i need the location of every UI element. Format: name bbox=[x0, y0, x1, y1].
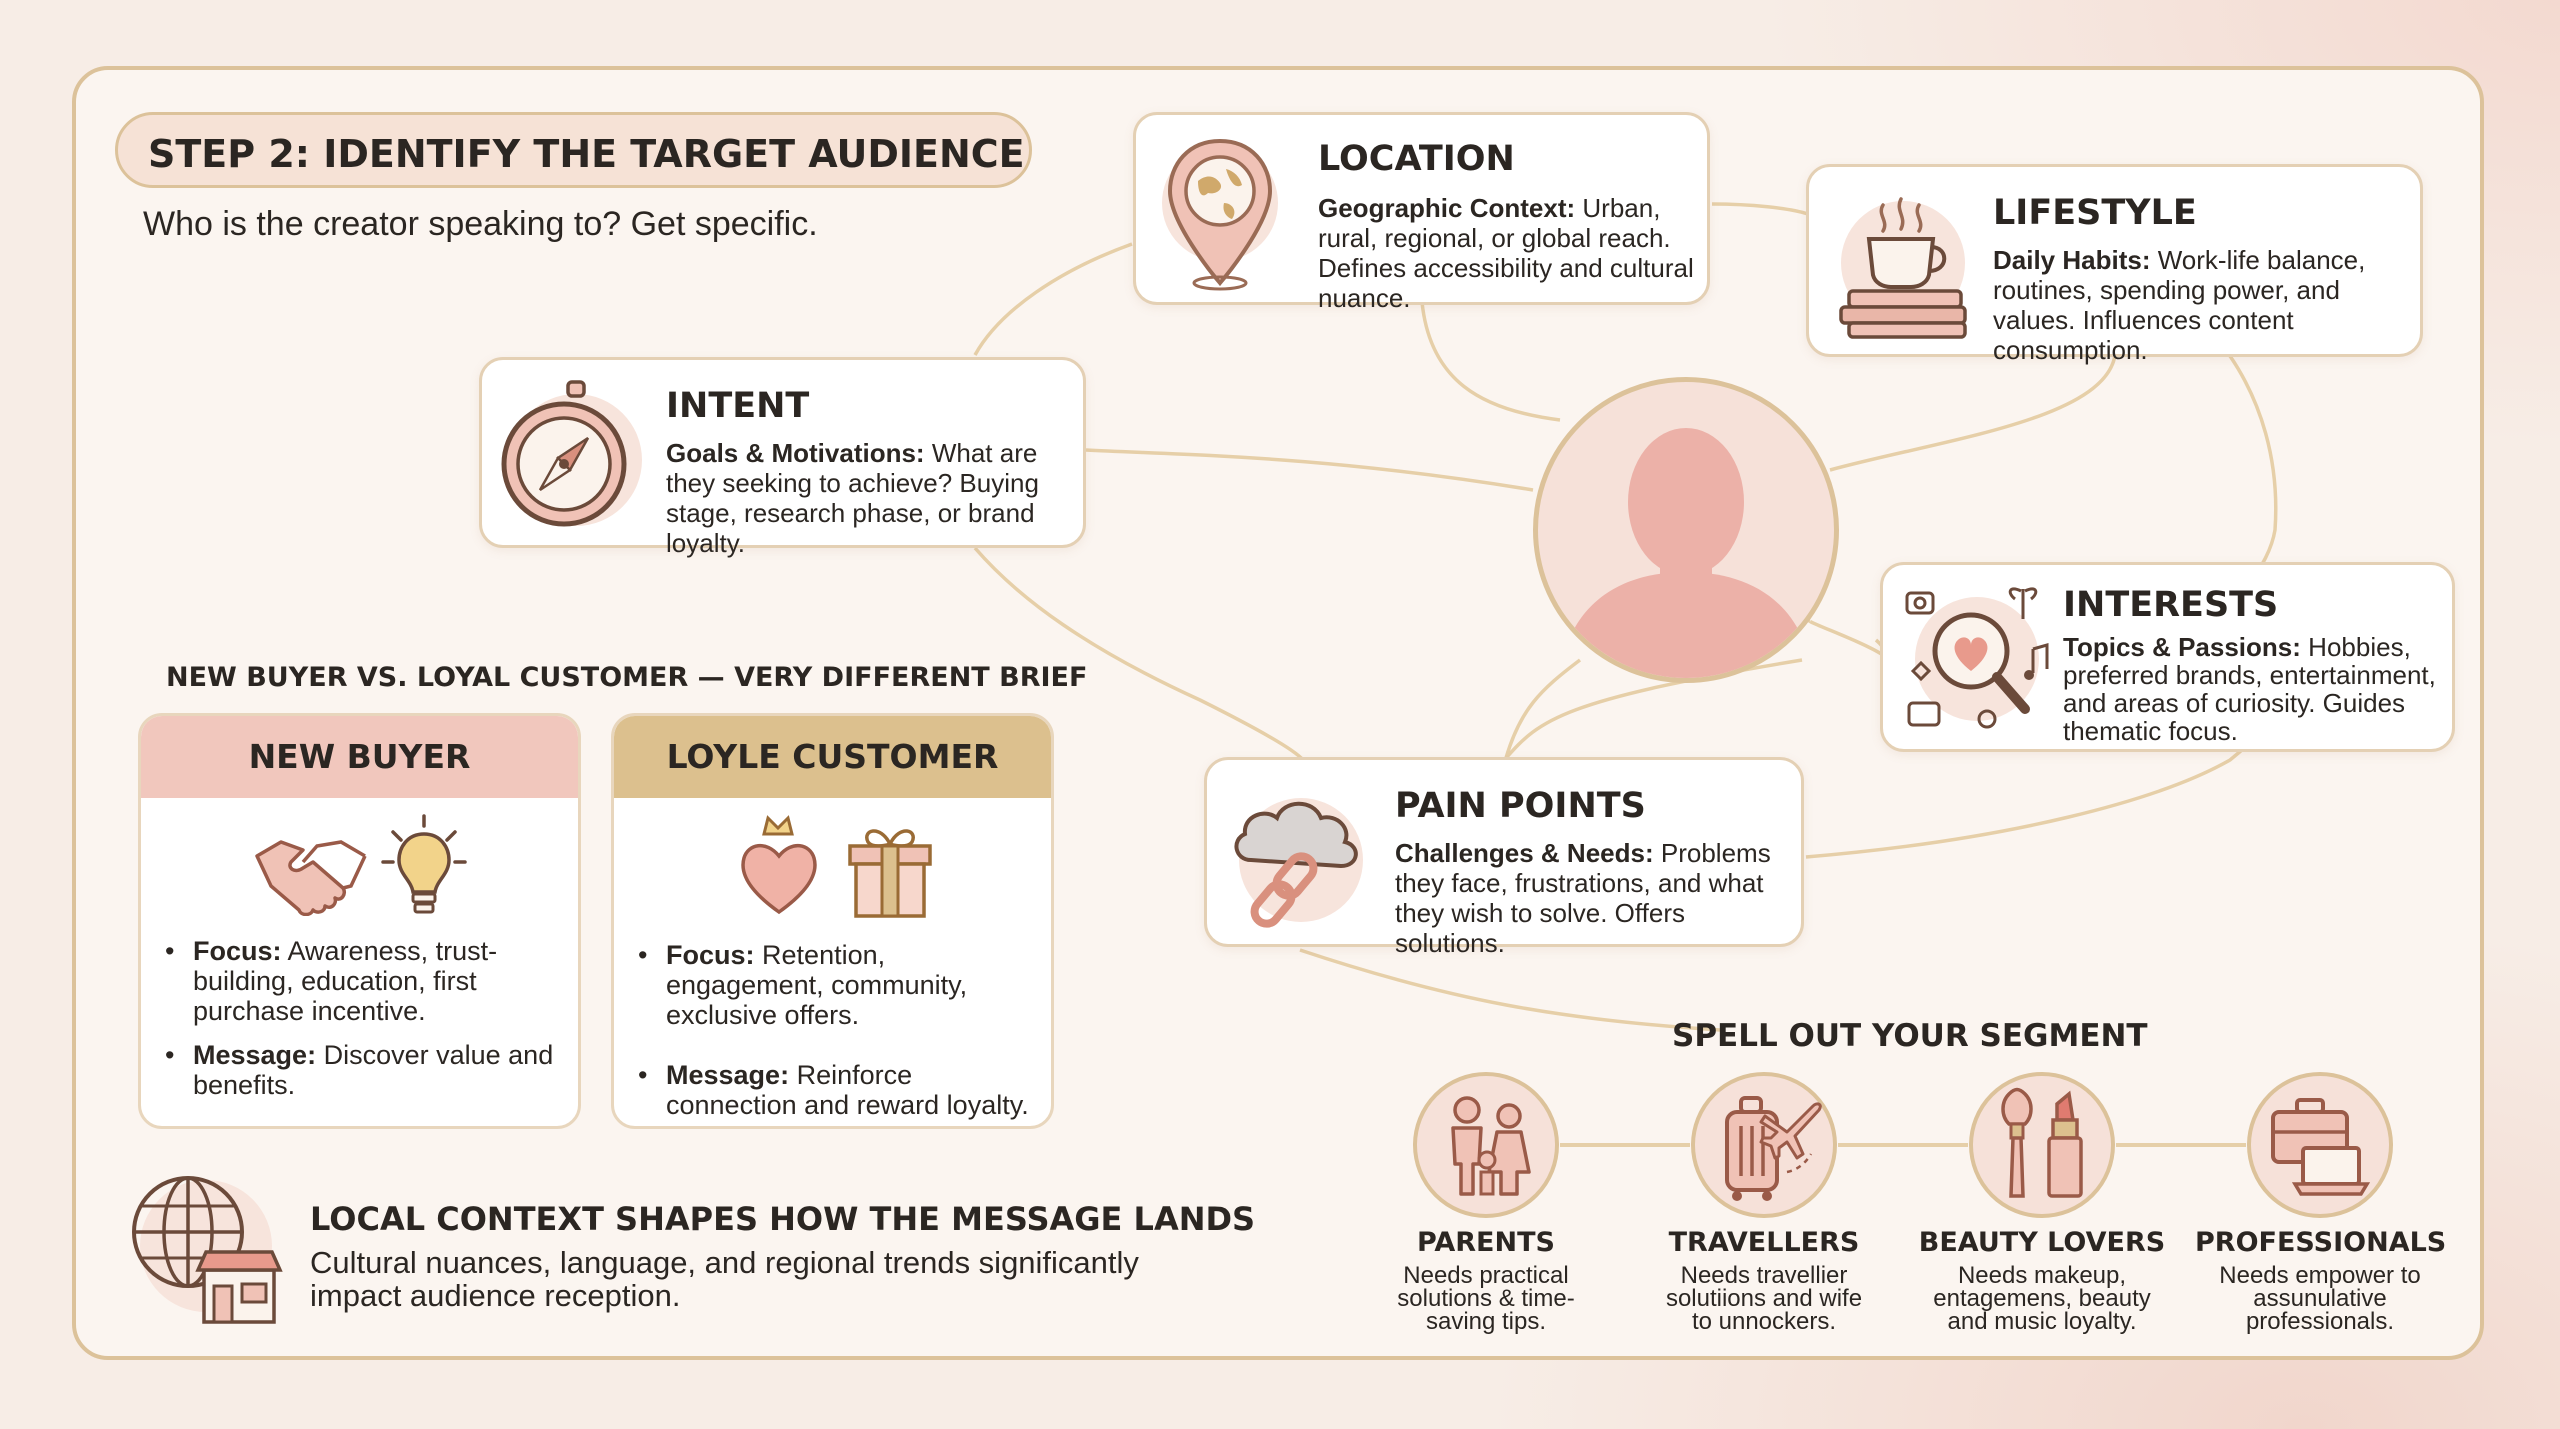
lifestyle-text: Daily Habits: Work-life balance, routine… bbox=[1993, 245, 2366, 365]
local-context-text: Cultural nuances, language, and regional… bbox=[310, 1245, 1139, 1313]
new-buyer-bullets: Focus: Awareness, trust-building, educat… bbox=[165, 936, 565, 1114]
new-buyer-message: Message: Discover value and benefits. bbox=[165, 1040, 565, 1100]
pain-points-desc: Problems they face, frustrations, and wh… bbox=[1395, 838, 1771, 958]
location-desc: Urban, rural, regional, or global reach.… bbox=[1318, 193, 1694, 313]
new-buyer-focus: Focus: Awareness, trust-building, educat… bbox=[165, 936, 565, 1026]
brush-lipstick-icon bbox=[2001, 1087, 2083, 1198]
focus-text: Retention, engagement, community, exclus… bbox=[666, 940, 968, 1030]
segments-heading: SPELL OUT YOUR SEGMENT bbox=[1672, 1018, 2148, 1054]
segment-beauty-desc: Needs makeup, entagemens, beauty and mus… bbox=[1933, 1262, 2151, 1335]
message-label: Message bbox=[193, 1040, 308, 1070]
lifestyle-title: LIFESTYLE bbox=[1993, 193, 2197, 233]
message-text: Discover value and benefits. bbox=[193, 1040, 554, 1100]
new-buyer-card: NEW BUYER Focus: Awareness, trust-buildi… bbox=[138, 713, 581, 1129]
segment-travellers-desc: Needs travellier solutiions and wife to … bbox=[1665, 1262, 1863, 1335]
intent-text: Goals & Motivations: What are they seeki… bbox=[666, 438, 1039, 558]
loyal-customer-title: LOYLE CUSTOMER bbox=[614, 716, 1051, 798]
local-context-title: LOCAL CONTEXT SHAPES HOW THE MESSAGE LAN… bbox=[310, 1200, 1256, 1238]
segment-parents-desc: Needs practical solutions & time-saving … bbox=[1397, 1262, 1575, 1335]
segment-parents-name: PARENTS bbox=[1417, 1227, 1555, 1258]
segment-beauty-name: BEAUTY LOVERS bbox=[1918, 1227, 2166, 1258]
loyal-customer-bullets: Focus: Retention, engagement, community,… bbox=[638, 940, 1048, 1126]
intent-desc: What are they seeking to achieve? Buying… bbox=[666, 438, 1039, 558]
lifestyle-desc: Work-life balance, routines, spending po… bbox=[1993, 245, 2366, 365]
interests-text: Topics & Passions: Hobbies, preferred br… bbox=[2063, 632, 2436, 746]
new-buyer-title: NEW BUYER bbox=[141, 716, 578, 798]
globe-storefront-icon bbox=[118, 1170, 288, 1330]
compass-icon bbox=[496, 376, 656, 536]
coffee-books-icon bbox=[1823, 185, 1983, 345]
location-text: Geographic Context: Urban, rural, region… bbox=[1318, 193, 1694, 313]
segment-travellers-circle bbox=[1691, 1072, 1837, 1218]
location-title: LOCATION bbox=[1318, 139, 1515, 179]
briefcase-laptop-icon bbox=[2271, 1098, 2371, 1196]
focus-label: Focus bbox=[666, 940, 746, 970]
loyal-customer-card: LOYLE CUSTOMER Focus: Retention, engagem… bbox=[611, 713, 1054, 1129]
gift-icon bbox=[840, 820, 940, 920]
location-lead: Geographic Context bbox=[1318, 193, 1567, 223]
interests-desc: Hobbies, preferred brands, entertainment… bbox=[2063, 632, 2436, 746]
step-title: STEP 2: IDENTIFY THE TARGET AUDIENCE bbox=[115, 112, 1032, 188]
lifestyle-card: LIFESTYLE Daily Habits: Work-life balanc… bbox=[1806, 164, 2423, 365]
magnifier-heart-icon bbox=[1897, 579, 2057, 739]
comparison-heading: NEW BUYER VS. LOYAL CUSTOMER — VERY DIFF… bbox=[166, 662, 1088, 693]
interests-card: INTERESTS Topics & Passions: Hobbies, pr… bbox=[1880, 562, 2455, 752]
audience-hub bbox=[1533, 377, 1839, 683]
pain-points-card: PAIN POINTS Challenges & Needs: Problems… bbox=[1204, 757, 1804, 958]
pain-points-text: Challenges & Needs: Problems they face, … bbox=[1395, 838, 1771, 958]
person-silhouette-icon bbox=[1558, 428, 1814, 678]
segment-travellers-name: TRAVELLERS bbox=[1668, 1227, 1860, 1258]
loyal-customer-focus: Focus: Retention, engagement, community,… bbox=[638, 940, 1048, 1030]
focus-label: Focus bbox=[193, 936, 273, 966]
message-text: Reinforce connection and reward loyalty. bbox=[666, 1060, 1029, 1120]
message-label: Message bbox=[666, 1060, 781, 1090]
focus-text: Awareness, trust-building, education, fi… bbox=[193, 936, 498, 1026]
pain-points-title: PAIN POINTS bbox=[1395, 786, 1646, 826]
map-pin-globe-icon bbox=[1158, 133, 1288, 293]
interests-title: INTERESTS bbox=[2063, 585, 2279, 625]
segment-beauty-circle bbox=[1969, 1072, 2115, 1218]
segment-professionals-name: PROFESSIONALS bbox=[2195, 1227, 2447, 1258]
interests-lead: Topics & Passions bbox=[2063, 632, 2293, 662]
luggage-plane-icon bbox=[1725, 1096, 1822, 1201]
pain-points-lead: Challenges & Needs bbox=[1395, 838, 1645, 868]
step-subtitle: Who is the creator speaking to? Get spec… bbox=[143, 205, 818, 243]
segment-parents-circle bbox=[1413, 1072, 1559, 1218]
cloud-broken-chain-icon bbox=[1221, 780, 1381, 940]
intent-card: INTENT Goals & Motivations: What are the… bbox=[479, 357, 1086, 558]
loyal-customer-message: Message: Reinforce connection and reward… bbox=[638, 1060, 1048, 1120]
lifestyle-lead: Daily Habits bbox=[1993, 245, 2142, 275]
location-card: LOCATION Geographic Context: Urban, rura… bbox=[1133, 112, 1710, 313]
segment-professionals-circle bbox=[2247, 1072, 2393, 1218]
crown-heart-icon bbox=[734, 812, 824, 922]
parent-child-icon bbox=[1451, 1096, 1531, 1196]
handshake-icon bbox=[251, 816, 371, 916]
segment-professionals-desc: Needs empower to assunulative profession… bbox=[2219, 1262, 2421, 1335]
intent-lead: Goals & Motivations bbox=[666, 438, 916, 468]
intent-title: INTENT bbox=[666, 386, 810, 426]
lightbulb-icon bbox=[379, 812, 469, 922]
